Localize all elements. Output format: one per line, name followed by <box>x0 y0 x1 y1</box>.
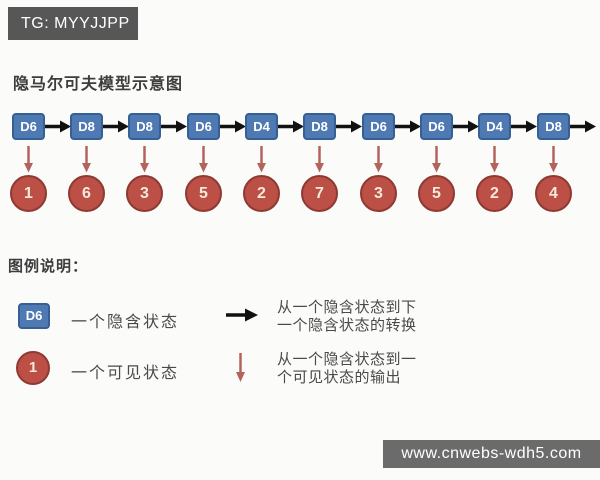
transition-arrow-icon <box>570 120 596 133</box>
legend-hidden-state-label: 一个隐含状态 <box>71 314 180 331</box>
hmm-node: D6 5 <box>418 113 479 212</box>
hmm-node: D6 1 <box>10 113 71 212</box>
visible-state-circle: 2 <box>476 175 513 212</box>
hmm-node: D8 3 <box>126 113 187 212</box>
hmm-node: D4 2 <box>243 113 304 212</box>
hidden-state-box: D8 <box>537 113 570 140</box>
emission-arrow-icon <box>257 146 266 173</box>
transition-arrow-icon <box>453 120 479 133</box>
visible-state-circle: 1 <box>10 175 47 212</box>
emission-arrow-icon <box>374 146 383 173</box>
hmm-node: D4 2 <box>476 113 537 212</box>
legend-transition-arrow-icon <box>226 308 258 322</box>
legend-hidden-state-box: D6 <box>18 303 50 329</box>
transition-arrow-icon <box>336 120 362 133</box>
visible-state-circle: 2 <box>243 175 280 212</box>
hidden-state-box: D6 <box>187 113 220 140</box>
hidden-state-box: D6 <box>362 113 395 140</box>
visible-state-circle: 6 <box>68 175 105 212</box>
emission-arrow-icon <box>315 146 324 173</box>
visible-state-circle: 7 <box>301 175 338 212</box>
emission-arrow-icon <box>432 146 441 173</box>
legend-transition-line1: 从一个隐含状态到下 <box>277 299 417 316</box>
visible-state-circle: 5 <box>418 175 455 212</box>
legend-emission-line1: 从一个隐含状态到一 <box>277 351 417 368</box>
hmm-chain: D6 1 D8 6 D8 3 D6 5 D4 2 <box>0 113 600 213</box>
hmm-node: D8 6 <box>68 113 129 212</box>
emission-arrow-icon <box>199 146 208 173</box>
hidden-state-box: D8 <box>70 113 103 140</box>
visible-state-circle: 3 <box>126 175 163 212</box>
hidden-state-box: D6 <box>12 113 45 140</box>
visible-state-circle: 4 <box>535 175 572 212</box>
legend-emission-description: 从一个隐含状态到一 个可见状态的输出 <box>277 351 437 386</box>
emission-arrow-icon <box>490 146 499 173</box>
hidden-state-box: D4 <box>245 113 278 140</box>
hmm-node: D6 3 <box>360 113 421 212</box>
visible-state-circle: 3 <box>360 175 397 212</box>
transition-arrow-icon <box>220 120 246 133</box>
hmm-node: D8 4 <box>535 113 596 212</box>
emission-arrow-icon <box>24 146 33 173</box>
transition-arrow-icon <box>161 120 187 133</box>
legend-transition-description: 从一个隐含状态到下 一个隐含状态的转换 <box>277 299 437 334</box>
transition-arrow-icon <box>511 120 537 133</box>
legend-visible-state-label: 一个可见状态 <box>71 365 180 382</box>
tg-badge: TG: MYYJJPP <box>8 7 138 40</box>
emission-arrow-icon <box>140 146 149 173</box>
hidden-state-box: D6 <box>420 113 453 140</box>
hidden-state-box: D8 <box>303 113 336 140</box>
hmm-node: D8 7 <box>301 113 362 212</box>
legend-heading: 图例说明： <box>8 258 89 275</box>
hidden-state-box: D4 <box>478 113 511 140</box>
hidden-state-box: D8 <box>128 113 161 140</box>
transition-arrow-icon <box>103 120 129 133</box>
transition-arrow-icon <box>45 120 71 133</box>
legend-visible-state-circle: 1 <box>16 351 50 385</box>
page-title: 隐马尔可夫模型示意图 <box>13 76 184 93</box>
hmm-node: D6 5 <box>185 113 246 212</box>
legend-transition-line2: 一个隐含状态的转换 <box>277 316 417 334</box>
emission-arrow-icon <box>549 146 558 173</box>
transition-arrow-icon <box>395 120 421 133</box>
legend-emission-line2: 个可见状态的输出 <box>277 368 402 386</box>
watermark-url: www.cnwebs-wdh5.com <box>383 440 600 468</box>
transition-arrow-icon <box>278 120 304 133</box>
visible-state-circle: 5 <box>185 175 222 212</box>
legend-emission-arrow-icon <box>236 353 245 382</box>
emission-arrow-icon <box>82 146 91 173</box>
